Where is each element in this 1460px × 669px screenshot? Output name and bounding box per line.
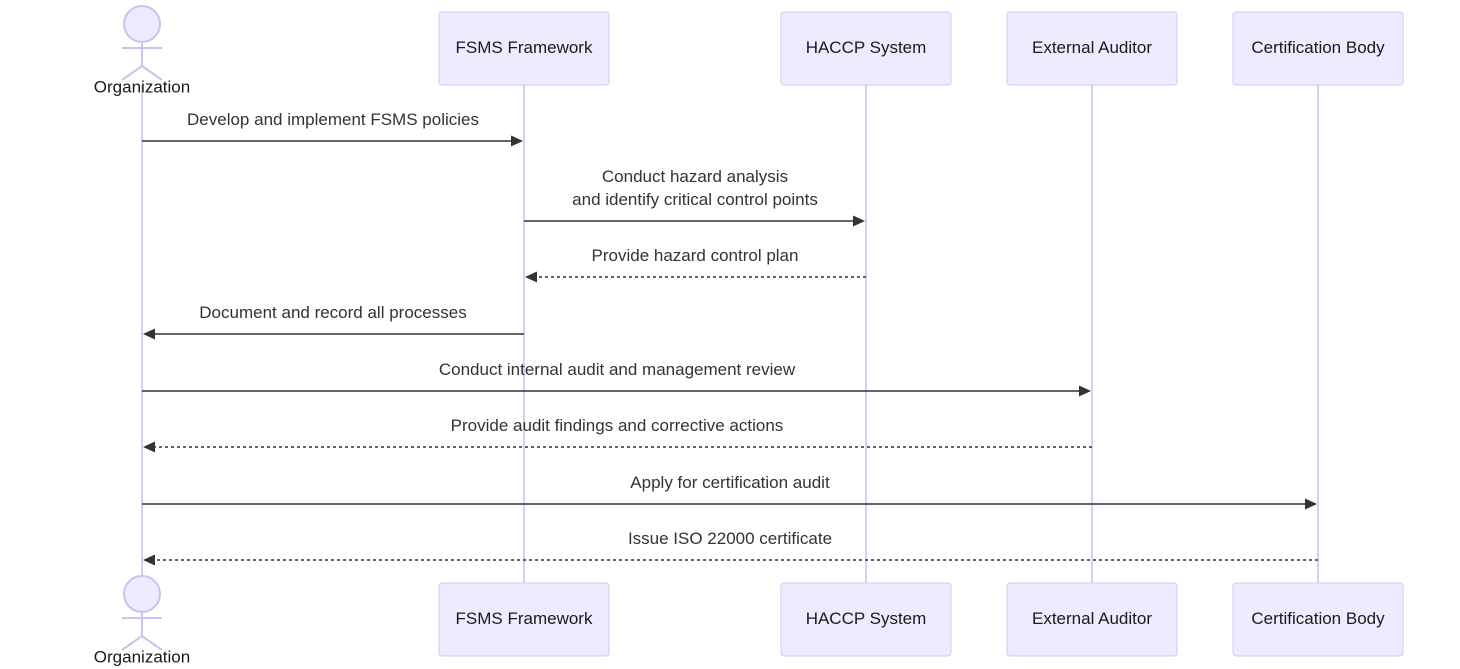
actor-icon — [121, 5, 163, 81]
arrowhead-icon — [143, 328, 155, 340]
message-1: Develop and implement FSMS policies — [142, 110, 523, 147]
participant-label: FSMS Framework — [456, 38, 593, 57]
participant-box — [1006, 11, 1178, 86]
message-4: Document and record all processes — [143, 303, 524, 340]
participant-label: External Auditor — [1032, 609, 1152, 628]
message-label: Document and record all processes — [199, 303, 466, 322]
participant-label: Organization — [94, 647, 190, 666]
arrowhead-icon — [853, 215, 865, 227]
message-label: Provide hazard control plan — [592, 246, 799, 265]
message-8: Issue ISO 22000 certificate — [143, 529, 1318, 566]
arrowhead-icon — [1079, 385, 1091, 397]
participant-box — [438, 11, 610, 86]
participant-box — [780, 582, 952, 657]
participant-external-auditor-bottom: External Auditor — [1006, 582, 1178, 657]
arrowhead-icon — [143, 441, 155, 453]
message-label: Conduct internal audit and management re… — [439, 360, 796, 379]
participant-label: HACCP System — [806, 38, 927, 57]
participant-fsms-framework-top: FSMS Framework — [438, 11, 610, 86]
participant-label: HACCP System — [806, 609, 927, 628]
arrowhead-icon — [143, 554, 155, 566]
participants-bottom: Organization FSMS Framework HACCP System Ex… — [94, 575, 1404, 666]
participant-label: Organization — [94, 77, 190, 96]
message-7: Apply for certification audit — [142, 473, 1317, 510]
arrowhead-icon — [525, 271, 537, 283]
participant-box — [438, 582, 610, 657]
participant-box — [1232, 582, 1404, 657]
participant-certification-body-top: Certification Body — [1232, 11, 1404, 86]
message-2: Conduct hazard analysis and identify crit… — [524, 167, 865, 227]
participant-label: Certification Body — [1251, 609, 1385, 628]
message-label: Issue ISO 22000 certificate — [628, 529, 832, 548]
participant-box — [780, 11, 952, 86]
participant-haccp-system-bottom: HACCP System — [780, 582, 952, 657]
actor-icon — [121, 575, 163, 651]
participant-organization-bottom: Organization — [94, 575, 190, 666]
message-3: Provide hazard control plan — [525, 246, 866, 283]
participant-external-auditor-top: External Auditor — [1006, 11, 1178, 86]
participants-top: Organization FSMS Framework HACCP System Ex… — [94, 5, 1404, 96]
message-label: Develop and implement FSMS policies — [187, 110, 479, 129]
message-label: Provide audit findings and corrective ac… — [451, 416, 784, 435]
messages: Develop and implement FSMS policiesCondu… — [142, 110, 1318, 566]
participant-label: FSMS Framework — [456, 609, 593, 628]
participant-fsms-framework-bottom: FSMS Framework — [438, 582, 610, 657]
participant-label: Certification Body — [1251, 38, 1385, 57]
participant-label: External Auditor — [1032, 38, 1152, 57]
message-5: Conduct internal audit and management re… — [142, 360, 1091, 397]
message-label: Conduct hazard analysis — [602, 167, 788, 186]
participant-haccp-system-top: HACCP System — [780, 11, 952, 86]
arrowhead-icon — [1305, 498, 1317, 510]
message-6: Provide audit findings and corrective ac… — [143, 416, 1092, 453]
lifelines — [141, 85, 1319, 583]
message-label: and identify critical control points — [572, 190, 818, 209]
participant-box — [1232, 11, 1404, 86]
participant-box — [1006, 582, 1178, 657]
participant-certification-body-bottom: Certification Body — [1232, 582, 1404, 657]
message-label: Apply for certification audit — [630, 473, 830, 492]
participant-organization-top: Organization — [94, 5, 190, 96]
arrowhead-icon — [511, 135, 523, 147]
